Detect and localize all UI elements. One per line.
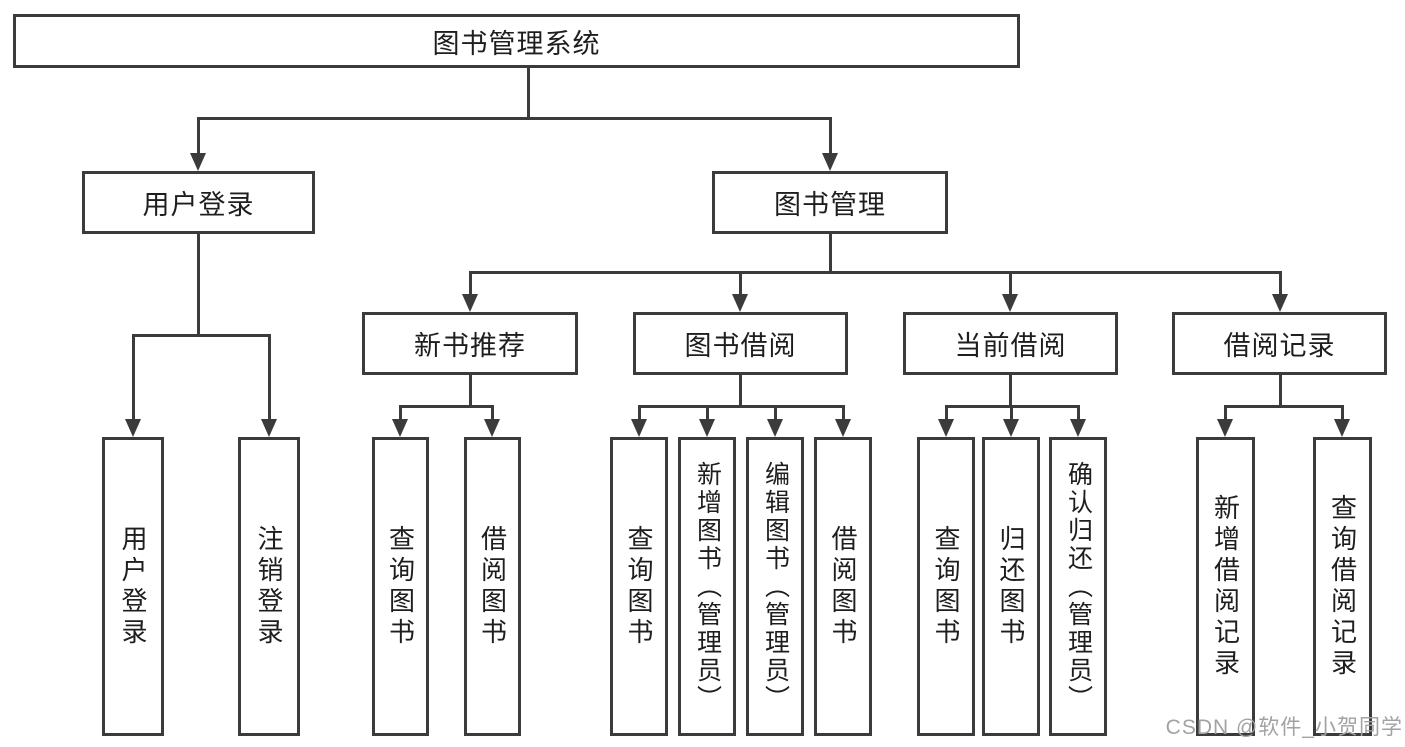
arrow-down-icon (1272, 294, 1288, 312)
arrow-down-icon (190, 153, 206, 171)
node-leaf-cb-confirm-return: 确认归还（管理员） (1049, 437, 1107, 736)
connector-borrowrecords-stem-1 (1224, 405, 1227, 421)
arrow-down-icon (822, 153, 838, 171)
connector-bookmgmt-stem-2 (739, 271, 742, 295)
node-leaf-cb-confirm-return-label: 确认归还（管理员） (1064, 460, 1093, 713)
arrow-down-icon (699, 419, 715, 437)
node-leaf-bb-borrow-books: 借阅图书 (814, 437, 872, 736)
connector-bookmgmt-hline (469, 271, 1281, 274)
connector-root-hline (197, 117, 831, 120)
connector-root-stub (527, 68, 530, 120)
connector-root-stem-right (829, 117, 832, 153)
connector-userlogin-hline (132, 334, 270, 337)
connector-currentborrow-stem-1 (945, 405, 948, 421)
node-leaf-bb-edit-books: 编辑图书（管理员） (746, 437, 804, 736)
node-book-management: 图书管理 (712, 171, 948, 234)
node-leaf-bb-borrow-books-label: 借阅图书 (828, 524, 858, 649)
connector-root-stem-left (197, 117, 200, 153)
node-current-borrowing-label: 当前借阅 (954, 331, 1067, 361)
node-leaf-bb-query-books: 查询图书 (610, 437, 668, 736)
node-book-management-label: 图书管理 (774, 190, 886, 220)
node-leaf-bb-add-books-label: 新增图书（管理员） (693, 460, 722, 713)
connector-userlogin-stub (197, 234, 200, 337)
connector-bookborrow-stem-3 (774, 405, 777, 421)
arrow-down-icon (1002, 294, 1018, 312)
node-root-label: 图书管理系统 (432, 28, 601, 59)
node-leaf-bb-add-books: 新增图书（管理员） (678, 437, 736, 736)
connector-newbooks-stem-1 (399, 405, 402, 421)
arrow-down-icon (938, 419, 954, 437)
connector-borrowrecords-hline (1224, 405, 1344, 408)
node-leaf-br-add-record-label: 新增借阅记录 (1210, 493, 1241, 680)
node-borrowing-records: 借阅记录 (1172, 312, 1387, 375)
connector-bookborrow-stub (739, 375, 742, 408)
node-leaf-cb-query-books-label: 查询图书 (931, 524, 961, 649)
node-book-borrowing: 图书借阅 (633, 312, 848, 375)
connector-bookmgmt-stub (829, 234, 832, 274)
connector-bookborrow-stem-2 (706, 405, 709, 421)
node-leaf-nb-borrow-books-label: 借阅图书 (477, 524, 508, 649)
connector-bookborrow-hline (638, 405, 844, 408)
node-new-book-recommend-label: 新书推荐 (414, 331, 526, 361)
arrow-down-icon (767, 419, 783, 437)
node-leaf-user-login: 用户登录 (102, 437, 164, 736)
node-new-book-recommend: 新书推荐 (362, 312, 578, 375)
arrow-down-icon (462, 294, 478, 312)
arrow-down-icon (1217, 419, 1233, 437)
connector-newbooks-hline (399, 405, 494, 408)
node-leaf-cb-query-books: 查询图书 (917, 437, 975, 736)
arrow-down-icon (1334, 419, 1350, 437)
node-borrowing-records-label: 借阅记录 (1223, 331, 1336, 361)
connector-userlogin-stem-1 (132, 334, 135, 420)
arrow-down-icon (392, 419, 408, 437)
watermark-text: CSDN @软件_小贺同学 (1165, 716, 1403, 739)
connector-currentborrow-stem-3 (1077, 405, 1080, 421)
node-leaf-user-login-label: 用户登录 (118, 524, 148, 649)
connector-bookborrow-stem-1 (638, 405, 641, 421)
arrow-down-icon (1003, 419, 1019, 437)
node-current-borrowing: 当前借阅 (903, 312, 1118, 375)
connector-currentborrow-stub (1009, 375, 1012, 408)
connector-borrowrecords-stub (1279, 375, 1282, 408)
node-user-login-label: 用户登录 (142, 190, 255, 220)
arrow-down-icon (631, 419, 647, 437)
arrow-down-icon (484, 419, 500, 437)
connector-bookmgmt-stem-1 (469, 271, 472, 295)
connector-bookborrow-stem-4 (842, 405, 845, 421)
node-leaf-cb-return-books: 归还图书 (982, 437, 1040, 736)
connector-borrowrecords-stem-2 (1341, 405, 1344, 421)
arrow-down-icon (261, 419, 277, 437)
node-leaf-br-add-record: 新增借阅记录 (1196, 437, 1255, 736)
node-leaf-br-query-record-label: 查询借阅记录 (1327, 493, 1358, 680)
connector-newbooks-stub (469, 375, 472, 408)
node-user-login: 用户登录 (82, 171, 315, 234)
arrow-down-icon (125, 419, 141, 437)
node-leaf-cb-return-books-label: 归还图书 (996, 524, 1026, 649)
connector-userlogin-stem-2 (268, 334, 271, 420)
connector-bookmgmt-stem-3 (1009, 271, 1012, 295)
node-leaf-bb-edit-books-label: 编辑图书（管理员） (761, 460, 790, 713)
connector-newbooks-stem-2 (491, 405, 494, 421)
node-leaf-nb-borrow-books: 借阅图书 (464, 437, 521, 736)
node-leaf-br-query-record: 查询借阅记录 (1313, 437, 1372, 736)
arrow-down-icon (732, 294, 748, 312)
node-leaf-logout-label: 注销登录 (254, 524, 284, 649)
node-book-borrowing-label: 图书借阅 (684, 331, 797, 361)
arrow-down-icon (1070, 419, 1086, 437)
node-root: 图书管理系统 (13, 14, 1020, 68)
connector-bookmgmt-stem-4 (1279, 271, 1282, 295)
node-leaf-nb-query-books-label: 查询图书 (385, 524, 416, 649)
node-leaf-logout: 注销登录 (238, 437, 300, 736)
node-leaf-bb-query-books-label: 查询图书 (624, 524, 654, 649)
node-leaf-nb-query-books: 查询图书 (372, 437, 429, 736)
arrow-down-icon (835, 419, 851, 437)
connector-currentborrow-stem-2 (1010, 405, 1013, 421)
